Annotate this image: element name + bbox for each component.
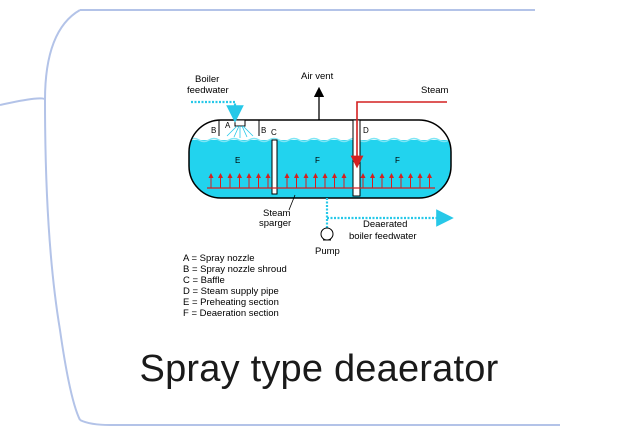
label-F-mid: F (315, 156, 320, 165)
legend-item: E = Preheating section (183, 297, 279, 308)
frame-brace (0, 9, 81, 421)
sparger-arrow-head (218, 173, 223, 178)
label-boiler-feedwater-1: Boiler (195, 74, 219, 85)
label-pump: Pump (315, 246, 340, 257)
sparger-leader (288, 194, 296, 211)
label-A: A (225, 121, 231, 130)
label-air-vent: Air vent (301, 71, 334, 82)
label-steam-sparger-1: Steam (263, 208, 291, 219)
label-F-right: F (395, 156, 400, 165)
spray-nozzle (234, 119, 246, 127)
label-boiler-feedwater-2: feedwater (187, 85, 229, 96)
legend-item: B = Spray nozzle shroud (183, 264, 287, 275)
sparger-arrow-head (322, 173, 328, 178)
sparger-arrow-head (417, 173, 423, 178)
legend-item: C = Baffle (183, 275, 225, 286)
sparger-arrow-head (332, 173, 337, 178)
sparger-arrow-head (370, 173, 375, 178)
baffle (271, 139, 278, 195)
sparger-arrows (208, 173, 432, 188)
slide-title: Spray type deaerator (139, 348, 499, 390)
sparger-arrow-head (208, 173, 214, 178)
label-D: D (363, 126, 369, 135)
label-steam-sparger-2: sparger (259, 218, 291, 229)
label-deaerated-2: boiler feedwater (349, 231, 417, 242)
sparger-arrow-head (256, 173, 261, 178)
sparger-arrow-head (360, 173, 366, 178)
sparger-arrow-head (265, 173, 271, 178)
sparger-arrow-head (427, 173, 432, 178)
deaerator-diagram: Boiler feedwater Air vent Steam B A B C … (183, 71, 454, 319)
label-B-left: B (211, 126, 216, 135)
sparger-arrow-head (227, 173, 233, 178)
label-C: C (271, 128, 277, 137)
sparger-arrow-head (246, 173, 252, 178)
vessel-shell (188, 119, 452, 199)
label-deaerated-1: Deaerated (363, 219, 407, 230)
steam-inlet-arrow (350, 101, 447, 169)
sparger-arrow-head (237, 173, 242, 178)
legend: A = Spray nozzle B = Spray nozzle shroud… (183, 253, 287, 319)
sparger-arrow-head (398, 173, 404, 178)
frame-bottom-line (79, 419, 560, 426)
label-steam: Steam (421, 85, 449, 96)
feedwater-inlet-arrow (191, 100, 244, 123)
pump (320, 227, 334, 241)
sparger-arrow-head (313, 173, 318, 178)
legend-item: D = Steam supply pipe (183, 286, 279, 297)
sparger-arrow-head (294, 173, 299, 178)
sparger-arrow-head (341, 173, 347, 178)
legend-item: F = Deaeration section (183, 308, 279, 319)
label-B-right: B (261, 126, 266, 135)
sparger-arrow-head (284, 173, 290, 178)
water-body (189, 137, 451, 198)
legend-item: A = Spray nozzle (183, 253, 255, 264)
sparger-arrow-head (379, 173, 385, 178)
sparger-arrow-head (408, 173, 413, 178)
sparger-arrow-head (389, 173, 394, 178)
spray-jets (226, 125, 254, 138)
sparger-arrow-head (303, 173, 309, 178)
label-E: E (235, 156, 240, 165)
